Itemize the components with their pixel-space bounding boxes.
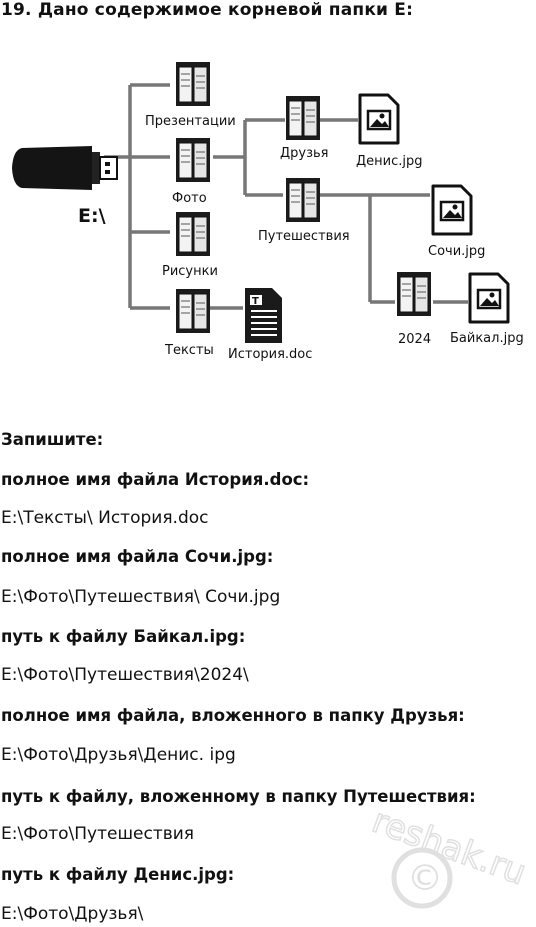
document-file-icon: T <box>245 288 282 343</box>
folder-icon <box>285 177 321 223</box>
answer-2: E:\Фото\Путешествия\ Сочи.jpg <box>1 587 281 607</box>
question-1: полное имя файла История.doc: <box>1 470 310 489</box>
image-file-icon <box>468 272 510 324</box>
usb-drive-icon <box>12 146 118 190</box>
file-label-sochi: Сочи.jpg <box>428 244 485 259</box>
image-file-icon <box>431 184 473 236</box>
answer-5: E:\Фото\Путешествия <box>1 824 195 844</box>
folder-icon <box>175 61 211 107</box>
folder-icon <box>175 211 211 257</box>
image-file-icon <box>358 93 400 145</box>
folder-label-photo: Фото <box>172 191 207 206</box>
root-drive-label: E:\ <box>78 205 106 227</box>
question-2: полное имя файла Сочи.jpg: <box>1 547 274 566</box>
folder-label-friends: Друзья <box>280 146 329 161</box>
folder-label-texts: Тексты <box>164 343 214 358</box>
answer-1: E:\Тексты\ История.doc <box>1 508 209 528</box>
file-label-baikal: Байкал.jpg <box>450 331 524 346</box>
folder-label-presentations: Презентации <box>145 114 236 129</box>
question-4: полное имя файла, вложенного в папку Дру… <box>1 706 465 725</box>
folder-tree-diagram: E:\ Презентации Фото Рисунки Тексты T Ис… <box>0 40 536 400</box>
folder-label-2024: 2024 <box>398 332 431 347</box>
question-6: путь к файлу Денис.jpg: <box>1 865 235 884</box>
folder-label-travel: Путешествия <box>258 229 350 244</box>
file-label-denis: Денис.jpg <box>356 154 423 169</box>
watermark-symbol: © <box>407 858 443 899</box>
folder-icon <box>285 95 321 141</box>
question-3: путь к файлу Байкал.ipg: <box>1 627 246 646</box>
question-5: путь к файлу, вложенному в папку Путешес… <box>1 787 476 806</box>
answers-heading: Запишите: <box>1 430 104 449</box>
folder-icon <box>396 271 432 317</box>
folder-icon <box>175 288 211 334</box>
answer-3: E:\Фото\Путешествия\2024\ <box>1 665 249 685</box>
reshak-watermark: © reshak.ru <box>366 800 532 909</box>
answer-4: E:\Фото\Друзья\Денис. ipg <box>1 745 236 765</box>
folder-icon <box>175 137 211 183</box>
svg-text:T: T <box>252 296 259 307</box>
folder-label-pictures: Рисунки <box>162 264 218 279</box>
file-label-istoriya: История.doc <box>228 347 312 362</box>
answer-6: E:\Фото\Друзья\ <box>1 904 144 924</box>
exercise-title: 19. Дано содержимое корневой папки E: <box>1 0 414 20</box>
